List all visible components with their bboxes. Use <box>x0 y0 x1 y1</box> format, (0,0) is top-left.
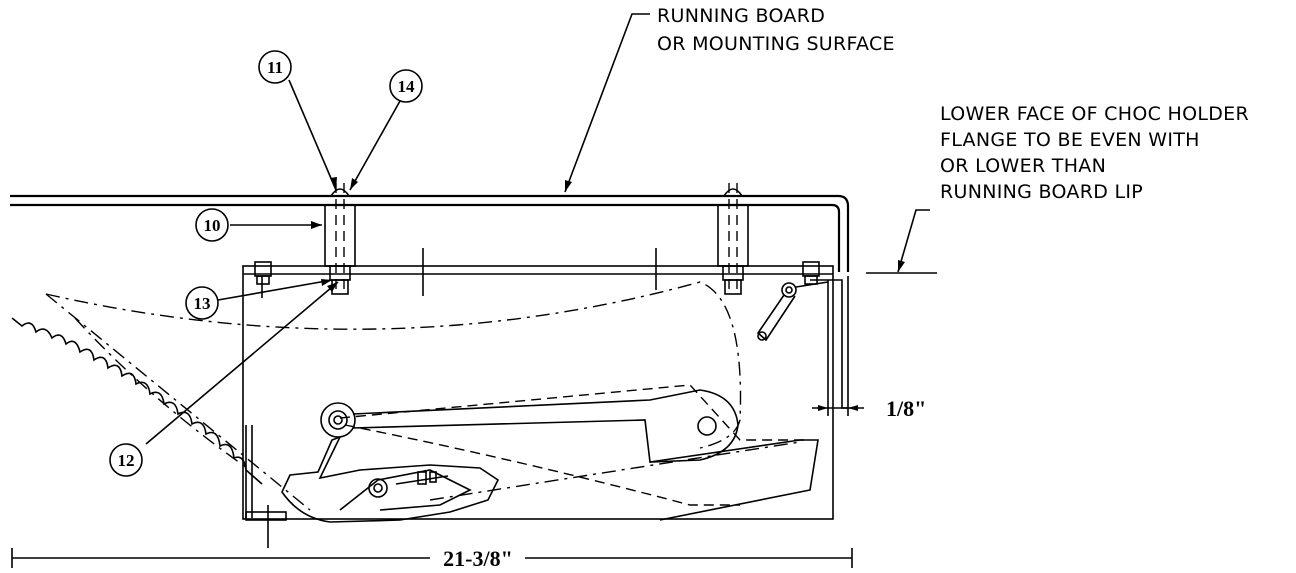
callout-12: 12 <box>109 443 143 477</box>
choc-swing-path <box>45 281 810 511</box>
choc-holder-box <box>242 248 849 548</box>
pivot-arm <box>320 389 739 463</box>
spacer-left <box>324 183 356 295</box>
callout-leaders <box>145 13 937 445</box>
callout-11-label: 11 <box>267 58 283 77</box>
deployed-choc <box>281 435 819 523</box>
gap-dimension-label: 1/8" <box>886 396 926 421</box>
callout-12-label: 12 <box>118 451 135 470</box>
callout-13-label: 13 <box>194 294 211 313</box>
latch-link <box>756 281 829 342</box>
callout-14: 14 <box>389 69 423 103</box>
bolt-front-left <box>254 261 272 285</box>
lower-face-label-line4: RUNNING BOARD LIP <box>940 181 1143 203</box>
callout-11: 11 <box>258 50 292 84</box>
running-board-label-line2: OR MOUNTING SURFACE <box>657 33 895 55</box>
callout-14-label: 14 <box>398 77 416 96</box>
running-board-label-line1: RUNNING BOARD <box>657 5 825 27</box>
lower-face-label-line2: FLANGE TO BE EVEN WITH <box>940 129 1200 151</box>
stowed-choc <box>11 317 287 521</box>
overall-length-label: 21-3/8" <box>443 546 513 571</box>
lower-face-label-line1: LOWER FACE OF CHOC HOLDER <box>940 103 1249 125</box>
overall-length-dimension: 21-3/8" <box>11 546 853 571</box>
callout-10-label: 10 <box>204 216 221 235</box>
running-board <box>10 194 850 272</box>
callout-13: 13 <box>185 286 219 320</box>
lower-face-label-line3: OR LOWER THAN <box>940 155 1106 177</box>
callout-10: 10 <box>195 208 229 242</box>
gap-dimension: 1/8" <box>812 396 926 421</box>
spacer-right <box>717 183 749 295</box>
